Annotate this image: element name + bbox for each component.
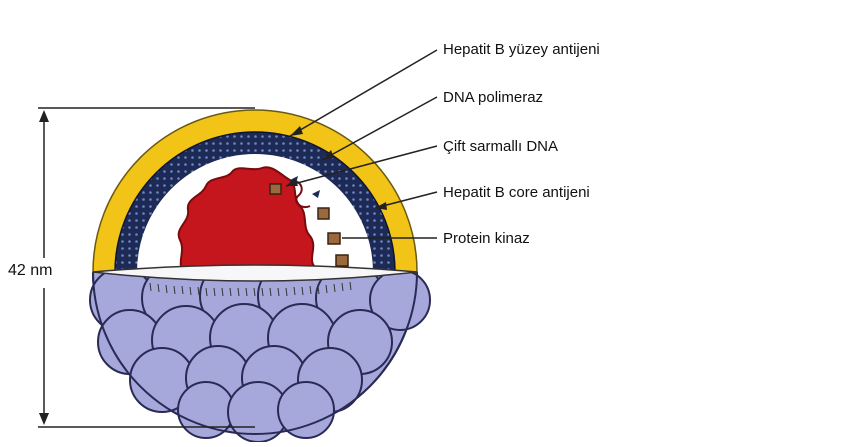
label-surface-antigen: Hepatit B yüzey antijeni — [443, 41, 600, 59]
diameter-label: 42 nm — [8, 262, 52, 280]
label-core-antigen: Hepatit B core antijeni — [443, 184, 590, 202]
label-double-stranded-dna: Çift sarmallı DNA — [443, 138, 558, 156]
label-protein-kinase: Protein kinaz — [443, 230, 530, 248]
label-dna-polymerase: DNA polimeraz — [443, 89, 543, 107]
